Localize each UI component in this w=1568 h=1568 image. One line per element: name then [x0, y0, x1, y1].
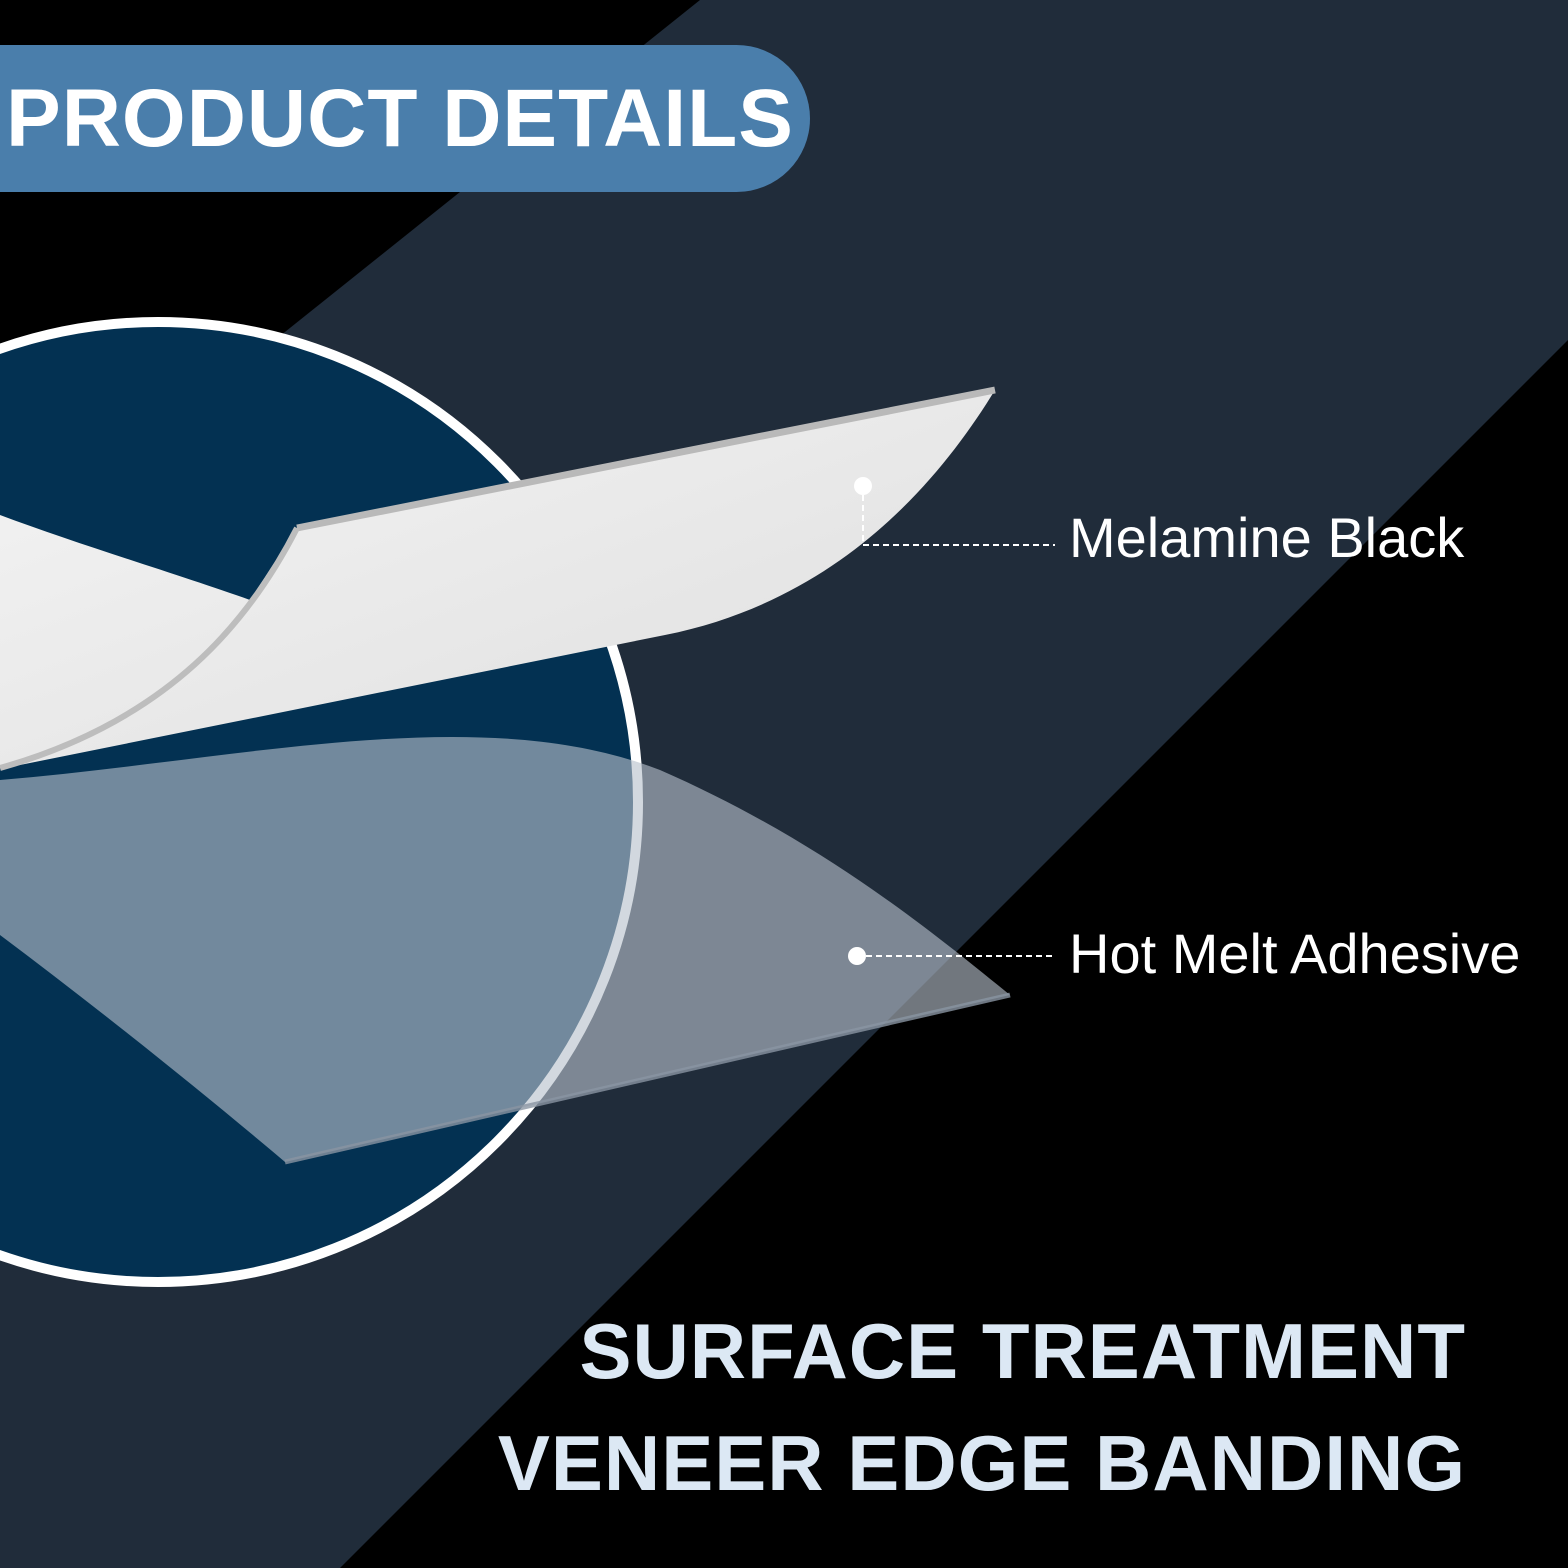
melamine-layer-edge: [296, 386, 996, 532]
headline-line-1: SURFACE TREATMENT: [579, 1307, 1466, 1395]
adhesive-layer: [0, 736, 1010, 1162]
callout-melamine-black: Melamine Black: [1069, 506, 1465, 569]
callout-leader-melamine: [862, 495, 1055, 546]
adhesive-layer-edge: [284, 992, 1011, 1165]
melamine-layer: [0, 390, 995, 768]
badge-label: PRODUCT DETAILS: [6, 72, 794, 164]
headline-line-2: VENEER EDGE BANDING: [497, 1419, 1466, 1507]
callout-dot-adhesive: [848, 947, 866, 965]
callout-hot-melt-adhesive: Hot Melt Adhesive: [1069, 922, 1521, 985]
melamine-layer-curl: [0, 526, 300, 771]
product-details-badge: PRODUCT DETAILS: [0, 45, 810, 192]
callout-dot-melamine: [854, 477, 872, 495]
